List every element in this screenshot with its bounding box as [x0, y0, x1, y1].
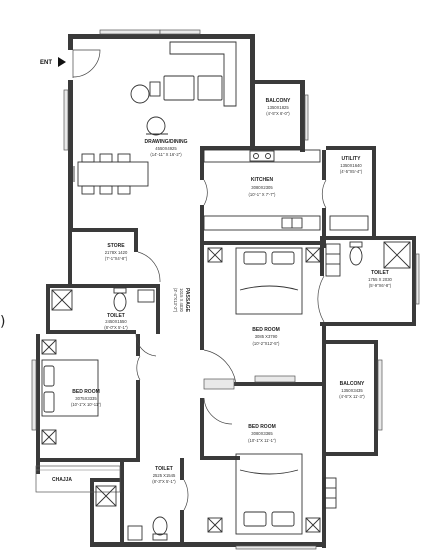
bottom-toilet-fixtures-icon — [95, 485, 168, 541]
svg-text:(4'-5"X5'-4"): (4'-5"X5'-4") — [340, 169, 363, 174]
walls — [36, 34, 416, 548]
utility-fixture-icon — [329, 215, 369, 231]
room-bedroom-bottom: BED ROOM 3080X3365 (10'-1"X 11'-1") — [248, 424, 276, 443]
room-balcony-top: BALCONY 1350X1825 (4'-5"X 6'-0") — [266, 98, 291, 116]
chajja-ledge — [35, 465, 121, 493]
bed-bottom-icon — [207, 453, 337, 535]
svg-text:TOILET: TOILET — [107, 313, 125, 319]
svg-text:(8'-0"X 5'-1"): (8'-0"X 5'-1") — [104, 325, 128, 330]
svg-text:TOILET: TOILET — [155, 466, 173, 472]
svg-text:4550X4925: 4550X4925 — [155, 146, 177, 151]
svg-text:UTILITY: UTILITY — [342, 156, 362, 162]
svg-text:BED ROOM: BED ROOM — [248, 424, 276, 430]
svg-text:3075X3335: 3075X3335 — [75, 396, 97, 401]
svg-text:3080X2305: 3080X2305 — [251, 185, 273, 190]
svg-text:1755 X 2030: 1755 X 2030 — [368, 277, 392, 282]
svg-text:(3'-4"X13'-2"): (3'-4"X13'-2") — [173, 288, 178, 313]
svg-text:(5'-9"X6'-8"): (5'-9"X6'-8") — [369, 283, 392, 288]
svg-text:3080X3365: 3080X3365 — [251, 431, 273, 436]
bed-left-icon — [41, 339, 99, 445]
svg-text:1350X3435: 1350X3435 — [341, 388, 363, 393]
svg-text:(8'-3"X 5'-1"): (8'-3"X 5'-1") — [152, 479, 176, 484]
svg-text:(10'-1"X 10'-11"): (10'-1"X 10'-11") — [71, 402, 102, 407]
room-kitchen: KITCHEN 3080X2305 (10'-1" X 7'-7") — [249, 177, 277, 197]
furniture — [41, 41, 411, 541]
entrance-marker: ENT — [40, 57, 66, 67]
svg-text:1350X1640: 1350X1640 — [340, 163, 362, 168]
windows — [31, 29, 420, 550]
room-balcony-right: BALCONY 1350X3435 (4'-5"X 11'-3") — [339, 381, 365, 399]
left-toilet-fixtures-icon — [51, 287, 155, 312]
room-bedroom-center: BED ROOM 3085 X3790 (10'-2"X12'-5") — [252, 327, 280, 346]
room-utility: UTILITY 1350X1640 (4'-5"X5'-4") — [340, 156, 363, 174]
svg-text:(4'-5"X 11'-3"): (4'-5"X 11'-3") — [339, 394, 365, 399]
room-toilet-bottom: TOILET 2525 X1545 (8'-3"X 5'-1") — [152, 466, 176, 484]
svg-text:(10'-1"X 11'-1"): (10'-1"X 11'-1") — [248, 438, 276, 443]
svg-text:BALCONY: BALCONY — [266, 98, 291, 104]
right-toilet-fixtures-icon — [325, 241, 411, 277]
svg-text:(10'-2"X12'-5"): (10'-2"X12'-5") — [253, 341, 281, 346]
svg-text:BALCONY: BALCONY — [340, 381, 365, 387]
svg-text:BED ROOM: BED ROOM — [72, 389, 100, 395]
kitchen-counter-icon — [203, 149, 321, 231]
svg-text:KITCHEN: KITCHEN — [251, 177, 274, 183]
svg-text:(7'-1"X4'-8"): (7'-1"X4'-8") — [105, 256, 128, 261]
svg-text:TOILET: TOILET — [371, 270, 389, 276]
dining-table-icon — [73, 153, 149, 195]
svg-text:(14'-11" X 16'-2"): (14'-11" X 16'-2") — [150, 152, 182, 157]
svg-text:PASSAGE: PASSAGE — [184, 288, 190, 313]
svg-text:3085 X3790: 3085 X3790 — [255, 334, 278, 339]
svg-text:CHAJJA: CHAJJA — [52, 477, 72, 483]
room-toilet-right: TOILET 1755 X 2030 (5'-9"X6'-8") — [368, 270, 392, 288]
room-labels: BALCONY 1350X1825 (4'-5"X 6'-0") DRAWING… — [52, 98, 393, 484]
stray-bracket: ) — [0, 314, 5, 330]
sofa-icon — [130, 41, 237, 107]
room-passage: PASSAGE 1015 X 4020 (3'-4"X13'-2") — [173, 288, 190, 313]
entrance-label: ENT — [40, 60, 52, 66]
entrance-arrow-icon — [58, 57, 66, 67]
svg-text:BED ROOM: BED ROOM — [252, 327, 280, 333]
svg-text:2525 X1545: 2525 X1545 — [153, 473, 176, 478]
svg-text:1350X1825: 1350X1825 — [267, 105, 289, 110]
room-toilet-left: TOILET 2450X1550 (8'-0"X 5'-1") — [104, 313, 128, 330]
svg-text:2450X1550: 2450X1550 — [105, 319, 127, 324]
room-store: STORE 2178X 1420 (7'-1"X4'-8") — [105, 243, 128, 261]
room-drawing-dining: DRAWING/DINING 4550X4925 (14'-11" X 16'-… — [144, 139, 187, 157]
armchair-icon — [146, 116, 168, 136]
bed-center-icon — [207, 247, 321, 315]
chajja-label-group: CHAJJA — [52, 477, 72, 483]
svg-text:(4'-5"X 6'-0"): (4'-5"X 6'-0") — [266, 111, 290, 116]
room-bedroom-left: BED ROOM 3075X3335 (10'-1"X 10'-11") — [71, 389, 102, 407]
svg-text:(10'-1" X 7'-7"): (10'-1" X 7'-7") — [249, 192, 277, 197]
doors — [72, 49, 327, 511]
svg-text:DRAWING/DINING: DRAWING/DINING — [144, 139, 187, 145]
svg-text:2178X 1420: 2178X 1420 — [105, 250, 128, 255]
svg-text:1015 X 4020: 1015 X 4020 — [179, 288, 184, 312]
svg-text:STORE: STORE — [107, 243, 125, 249]
